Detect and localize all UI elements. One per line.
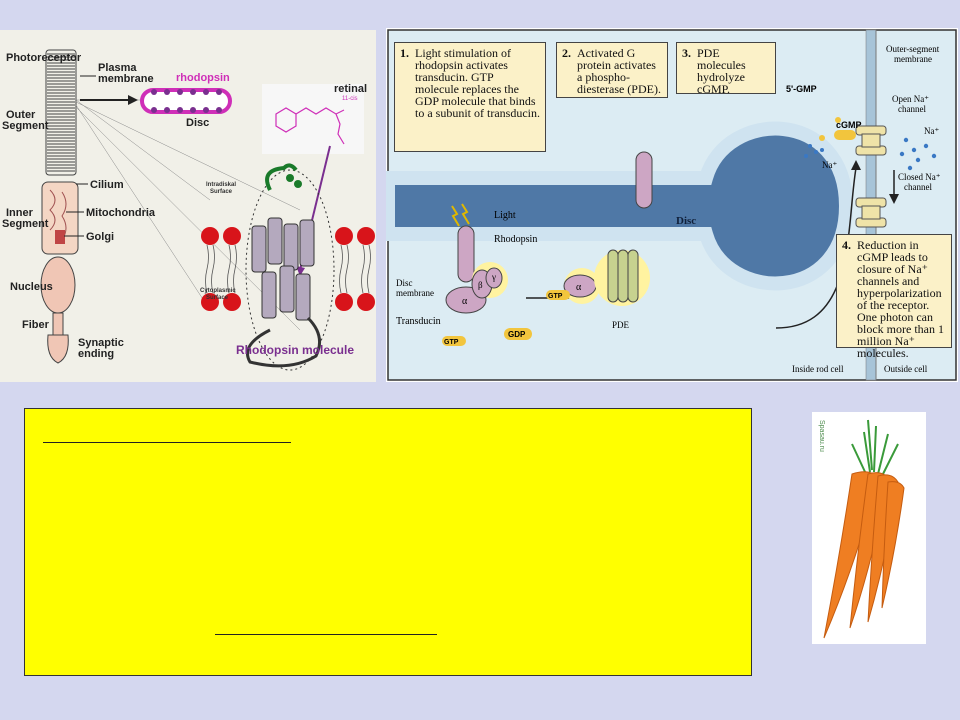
- phototransduction-diagram: Outer-segment membrane 5'-GMP cGMP Open …: [386, 28, 958, 382]
- label-cgmp: cGMP: [836, 120, 862, 130]
- label-5gmp: 5'-GMP: [786, 84, 817, 94]
- label-cytoplasmic-surface: Surface: [206, 295, 229, 301]
- label-outer-membrane: Outer-segment: [886, 44, 940, 54]
- label-golgi: Golgi: [86, 231, 114, 243]
- label-cytoplasmic: Cytoplasmic: [200, 288, 236, 294]
- label-transducin: Transducin: [396, 316, 441, 327]
- label-pde: PDE: [612, 320, 630, 330]
- rhodopsin-outline: [245, 169, 335, 371]
- outer-segment-discs: [45, 49, 77, 176]
- label-rhodopsin-molecule: Rhodopsin molecule: [236, 343, 354, 357]
- blank-line-bottom: [215, 634, 437, 635]
- label-mitochondria: Mitochondria: [86, 207, 156, 219]
- n-terminal-loop: [265, 163, 298, 191]
- retinal-structure: [262, 84, 364, 154]
- label-open-channel-2: channel: [898, 104, 926, 114]
- photoreceptor-diagram: Photoreceptor Plasma membrane Outer Segm…: [0, 30, 376, 382]
- label-synaptic: Synaptic: [78, 337, 124, 349]
- label-alpha-2: α: [576, 282, 582, 293]
- closed-na-channel: [855, 197, 887, 228]
- note-box: [24, 408, 752, 676]
- step-2-text: Activated G protein activates a phospho-…: [577, 46, 661, 96]
- label-cilium: Cilium: [90, 179, 124, 191]
- label-outer-membrane-2: membrane: [894, 54, 932, 64]
- label-disc-membrane-2: membrane: [396, 288, 434, 298]
- rhodopsin-disc: [140, 88, 232, 114]
- label-beta: β: [478, 280, 483, 290]
- synaptic-ending: [47, 334, 69, 364]
- label-disc-membrane: Disc: [396, 278, 413, 288]
- label-na-1: Na⁺: [822, 160, 837, 170]
- open-na-channel: [855, 125, 887, 156]
- label-alpha: α: [462, 296, 468, 307]
- carrot-roots: [823, 471, 905, 639]
- label-open-channel: Open Na⁺: [892, 94, 929, 104]
- carrot-image: Spasau.ru: [812, 412, 926, 644]
- carrot-leaves: [851, 419, 899, 477]
- step-4-number: 4.: [842, 238, 851, 252]
- transmembrane-helices: [251, 217, 315, 321]
- label-disc: Disc: [186, 117, 209, 129]
- label-gamma: γ: [491, 272, 496, 282]
- step-1-callout: 1. Light stimulation of rhodopsin activa…: [394, 42, 546, 152]
- step-3-callout: 3. PDE molecules hydrolyze cGMP.: [676, 42, 776, 96]
- label-retinal: retinal: [334, 83, 367, 95]
- label-closed-channel: Closed Na⁺: [898, 172, 941, 182]
- label-disc-trans: Disc: [676, 215, 696, 227]
- label-rhodopsin-trans: Rhodopsin: [494, 234, 537, 245]
- label-plasma: Plasma: [98, 62, 137, 74]
- label-gdp: GDP: [508, 330, 526, 339]
- label-11-cis: 11-cis: [342, 96, 358, 102]
- label-na-2: Na⁺: [924, 126, 939, 136]
- membrane-bilayer: [201, 227, 375, 311]
- label-intradiskal: Intradiskal: [206, 182, 236, 188]
- step-4-callout: 4. Reduction in cGMP leads to closure of…: [836, 234, 952, 359]
- disc-shape: [386, 121, 854, 291]
- step-1-text: Light stimulation of rhodopsin activates…: [415, 46, 540, 120]
- label-rhodopsin: rhodopsin: [176, 72, 230, 84]
- c-terminal-loop: [246, 316, 322, 368]
- label-membrane: membrane: [98, 73, 154, 85]
- label-gtp-1: GTP: [548, 293, 563, 300]
- step-2-callout: 2. Activated G protein activates a phosp…: [556, 42, 668, 98]
- step-4-text: Reduction in cGMP leads to closure of Na…: [857, 238, 944, 360]
- step-3-number: 3.: [682, 46, 691, 60]
- label-outer-segment: Segment: [2, 120, 49, 132]
- label-outer: Outer: [6, 109, 36, 121]
- label-closed-channel-2: channel: [904, 182, 932, 192]
- label-ending: ending: [78, 348, 114, 360]
- step-3-text: PDE molecules hydrolyze cGMP.: [697, 46, 746, 96]
- label-outside: Outside cell: [884, 364, 928, 374]
- label-photoreceptor: Photoreceptor: [6, 52, 82, 64]
- label-gtp-2: GTP: [444, 339, 459, 346]
- fiber: [52, 312, 64, 336]
- label-fiber: Fiber: [22, 319, 50, 331]
- label-light: Light: [494, 210, 516, 221]
- step-2-number: 2.: [562, 46, 571, 60]
- label-nucleus: Nucleus: [10, 281, 53, 293]
- label-intradiskal-surface: Surface: [210, 189, 233, 195]
- label-inner: Inner: [6, 207, 34, 219]
- watermark: Spasau.ru: [818, 420, 825, 452]
- label-inner-segment: Segment: [2, 218, 49, 230]
- step-1-number: 1.: [400, 46, 409, 60]
- label-inside: Inside rod cell: [792, 364, 844, 374]
- blank-line-top: [43, 442, 291, 443]
